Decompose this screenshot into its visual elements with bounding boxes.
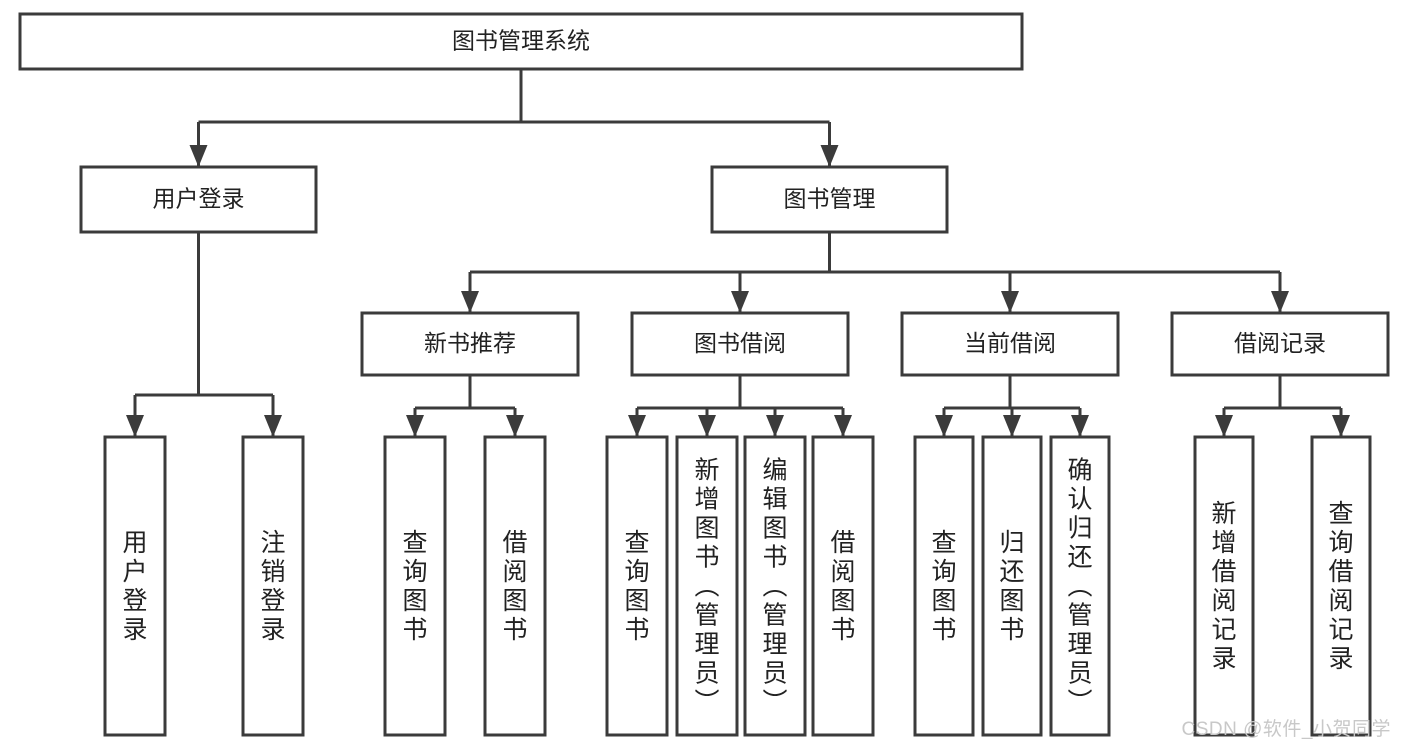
- arrow-head-icon: [820, 145, 839, 167]
- node-box: [241, 435, 305, 737]
- node-label: 查询图书: [931, 529, 956, 644]
- node-label: 图书管理系统: [452, 28, 590, 54]
- node-leaf-add-record[interactable]: 新增借阅记录: [1193, 435, 1255, 737]
- node-borrow-record[interactable]: 借阅记录: [1170, 311, 1390, 377]
- node-label: 图书管理: [784, 186, 876, 212]
- node-label: 借阅图书: [502, 529, 527, 644]
- node-box: [1310, 435, 1372, 737]
- node-box: [360, 311, 580, 377]
- node-leaf-query-book-3[interactable]: 查询图书: [913, 435, 975, 737]
- arrow-head-icon: [406, 415, 424, 437]
- node-box: [103, 435, 167, 737]
- node-label: 借阅图书: [830, 529, 855, 644]
- node-box: [811, 435, 875, 737]
- node-leaf-query-book-2[interactable]: 查询图书: [605, 435, 669, 737]
- node-label: 当前借阅: [964, 330, 1056, 356]
- arrow-head-icon: [766, 415, 784, 437]
- node-current-borrow[interactable]: 当前借阅: [900, 311, 1120, 377]
- node-box: [1193, 435, 1255, 737]
- arrow-head-icon: [1071, 415, 1089, 437]
- node-label: 图书借阅: [694, 330, 786, 356]
- node-leaf-return-book[interactable]: 归还图书: [981, 435, 1043, 737]
- node-box: [675, 435, 739, 737]
- node-label: 新增借阅记录: [1211, 500, 1236, 673]
- node-leaf-user-login[interactable]: 用户登录: [103, 435, 167, 737]
- node-root[interactable]: 图书管理系统: [18, 12, 1024, 71]
- arrow-head-icon: [628, 415, 646, 437]
- node-box: [1170, 311, 1390, 377]
- node-leaf-edit-book[interactable]: 编辑图书︵管理员︶: [743, 435, 807, 737]
- arrow-head-icon: [1215, 415, 1233, 437]
- node-book-manage[interactable]: 图书管理: [710, 165, 949, 234]
- arrow-head-icon: [126, 415, 144, 437]
- node-leaf-confirm-return[interactable]: 确认归还︵管理员︶: [1049, 435, 1111, 737]
- node-label: 借阅记录: [1234, 330, 1326, 356]
- node-label: 新书推荐: [424, 330, 516, 356]
- node-label: 注销登录: [260, 529, 285, 644]
- node-leaf-query-book-1[interactable]: 查询图书: [383, 435, 447, 737]
- node-box: [900, 311, 1120, 377]
- node-box: [79, 165, 318, 234]
- arrow-head-icon: [1271, 291, 1289, 313]
- arrow-head-icon: [698, 415, 716, 437]
- node-box: [1049, 435, 1111, 737]
- arrow-head-icon: [506, 415, 524, 437]
- arrow-head-icon: [264, 415, 282, 437]
- arrow-head-icon: [1003, 415, 1021, 437]
- node-label: 查询图书: [624, 529, 649, 644]
- arrow-head-icon: [1001, 291, 1019, 313]
- node-box: [981, 435, 1043, 737]
- node-leaf-logout[interactable]: 注销登录: [241, 435, 305, 737]
- node-label: 新增图书︵管理员︶: [694, 457, 719, 717]
- arrow-head-icon: [935, 415, 953, 437]
- arrow-head-icon: [731, 291, 749, 313]
- node-box: [18, 12, 1024, 71]
- node-label: 查询图书: [402, 529, 427, 644]
- node-label: 确认归还︵管理员︶: [1067, 457, 1092, 717]
- node-box: [743, 435, 807, 737]
- node-label: 用户登录: [153, 186, 245, 212]
- node-box: [710, 165, 949, 234]
- arrow-head-icon: [1332, 415, 1350, 437]
- node-label: 查询借阅记录: [1328, 500, 1353, 673]
- node-label: 归还图书: [999, 529, 1024, 644]
- node-leaf-borrow-book-2[interactable]: 借阅图书: [811, 435, 875, 737]
- node-box: [605, 435, 669, 737]
- node-label: 用户登录: [122, 529, 147, 644]
- node-leaf-query-record[interactable]: 查询借阅记录: [1310, 435, 1372, 737]
- arrow-head-icon: [461, 291, 479, 313]
- node-box: [913, 435, 975, 737]
- watermark-label: CSDN @软件_小贺同学: [1181, 719, 1391, 740]
- node-box: [483, 435, 547, 737]
- node-leaf-add-book[interactable]: 新增图书︵管理员︶: [675, 435, 739, 737]
- node-new-book-recommend[interactable]: 新书推荐: [360, 311, 580, 377]
- arrow-head-icon: [834, 415, 852, 437]
- node-box: [630, 311, 850, 377]
- node-box: [383, 435, 447, 737]
- node-label: 编辑图书︵管理员︶: [762, 457, 787, 717]
- node-leaf-borrow-book-1[interactable]: 借阅图书: [483, 435, 547, 737]
- node-user-login[interactable]: 用户登录: [79, 165, 318, 234]
- arrow-head-icon: [189, 145, 208, 167]
- node-book-borrow[interactable]: 图书借阅: [630, 311, 850, 377]
